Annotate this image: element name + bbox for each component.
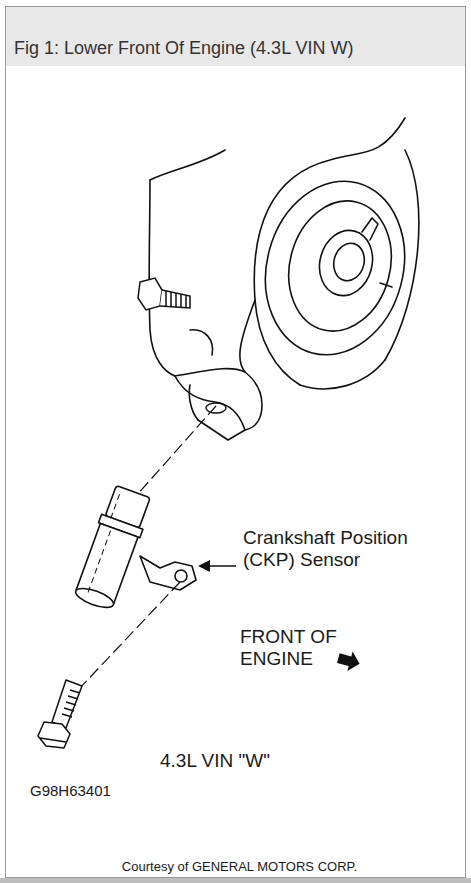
part-label: Crankshaft Position (CKP) Sensor [243, 527, 443, 571]
sensor-bore [206, 403, 226, 413]
credit-note: Courtesy of GENERAL MOTORS CORP. [4, 860, 471, 875]
bolt-axis [78, 582, 180, 690]
cover-bolt [138, 278, 190, 310]
sensor-bolt [38, 680, 82, 748]
direction-arrow [336, 648, 362, 673]
install-axis [128, 406, 216, 505]
figure-title: Fig 1: Lower Front Of Engine (4.3L VIN W… [14, 38, 353, 59]
header-band [5, 6, 466, 66]
direction-label: FRONT OF ENGINE [240, 626, 344, 670]
ckp-sensor [71, 484, 196, 612]
bottom-band [0, 878, 471, 883]
engine-label: 4.3L VIN "W" [160, 750, 360, 772]
timing-cover [149, 118, 423, 440]
figure-code: G98H63401 [30, 782, 180, 799]
page-frame [6, 7, 466, 878]
leader-arrow [198, 560, 236, 572]
